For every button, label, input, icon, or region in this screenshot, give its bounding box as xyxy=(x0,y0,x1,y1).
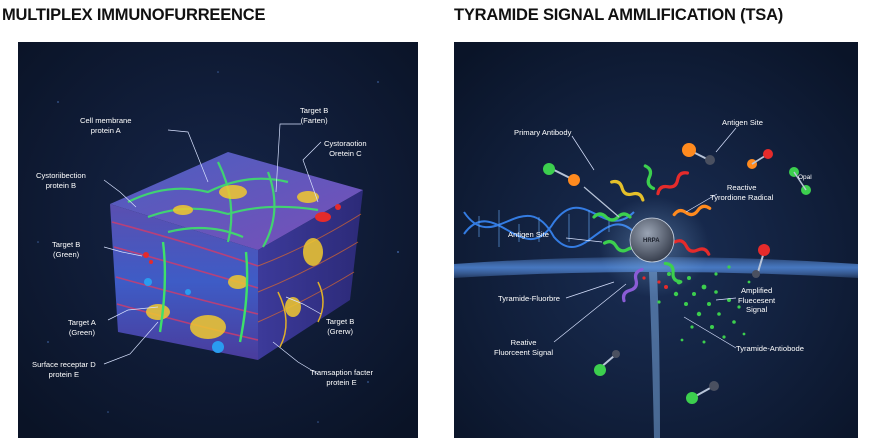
label-target-b-green: Target B(Green) xyxy=(52,240,81,259)
tissue-illustration xyxy=(18,42,418,438)
label-opal: Opal xyxy=(798,174,812,181)
label-target-a-green: Target A(Green) xyxy=(68,318,96,337)
label-target-b-top: Target B(Farten) xyxy=(300,106,329,125)
primary-antibody-molecule xyxy=(543,163,620,218)
right-title: TYRAMIDE SIGNAL AMMLIFICATION (TSA) xyxy=(454,6,784,24)
label-hrp: HRPA xyxy=(643,238,660,244)
left-title: MULTIPLEX IMMUNOFURREENCE xyxy=(2,6,266,24)
tsa-panel: Primary Antibody Antigen Site Opal React… xyxy=(454,42,858,438)
label-tyramide-antibody: Tyramide-Antiobode xyxy=(736,344,804,353)
label-antigen-site-mid: Antigen Site xyxy=(508,230,549,239)
tsa-illustration xyxy=(454,42,858,438)
amplified-signal-dots xyxy=(657,265,751,344)
label-target-b-grew: Target B(Grerw) xyxy=(326,317,355,336)
label-primary-antibody: Primary Antibody xyxy=(514,128,572,137)
tissue-side-face xyxy=(258,190,363,360)
label-antigen-site-top: Antigen Site xyxy=(722,118,763,127)
hrp-enzyme xyxy=(629,217,675,263)
tissue-top-face xyxy=(110,152,363,250)
label-tyramide-fluorbre: Tyramide-Fluorbre xyxy=(498,294,561,303)
